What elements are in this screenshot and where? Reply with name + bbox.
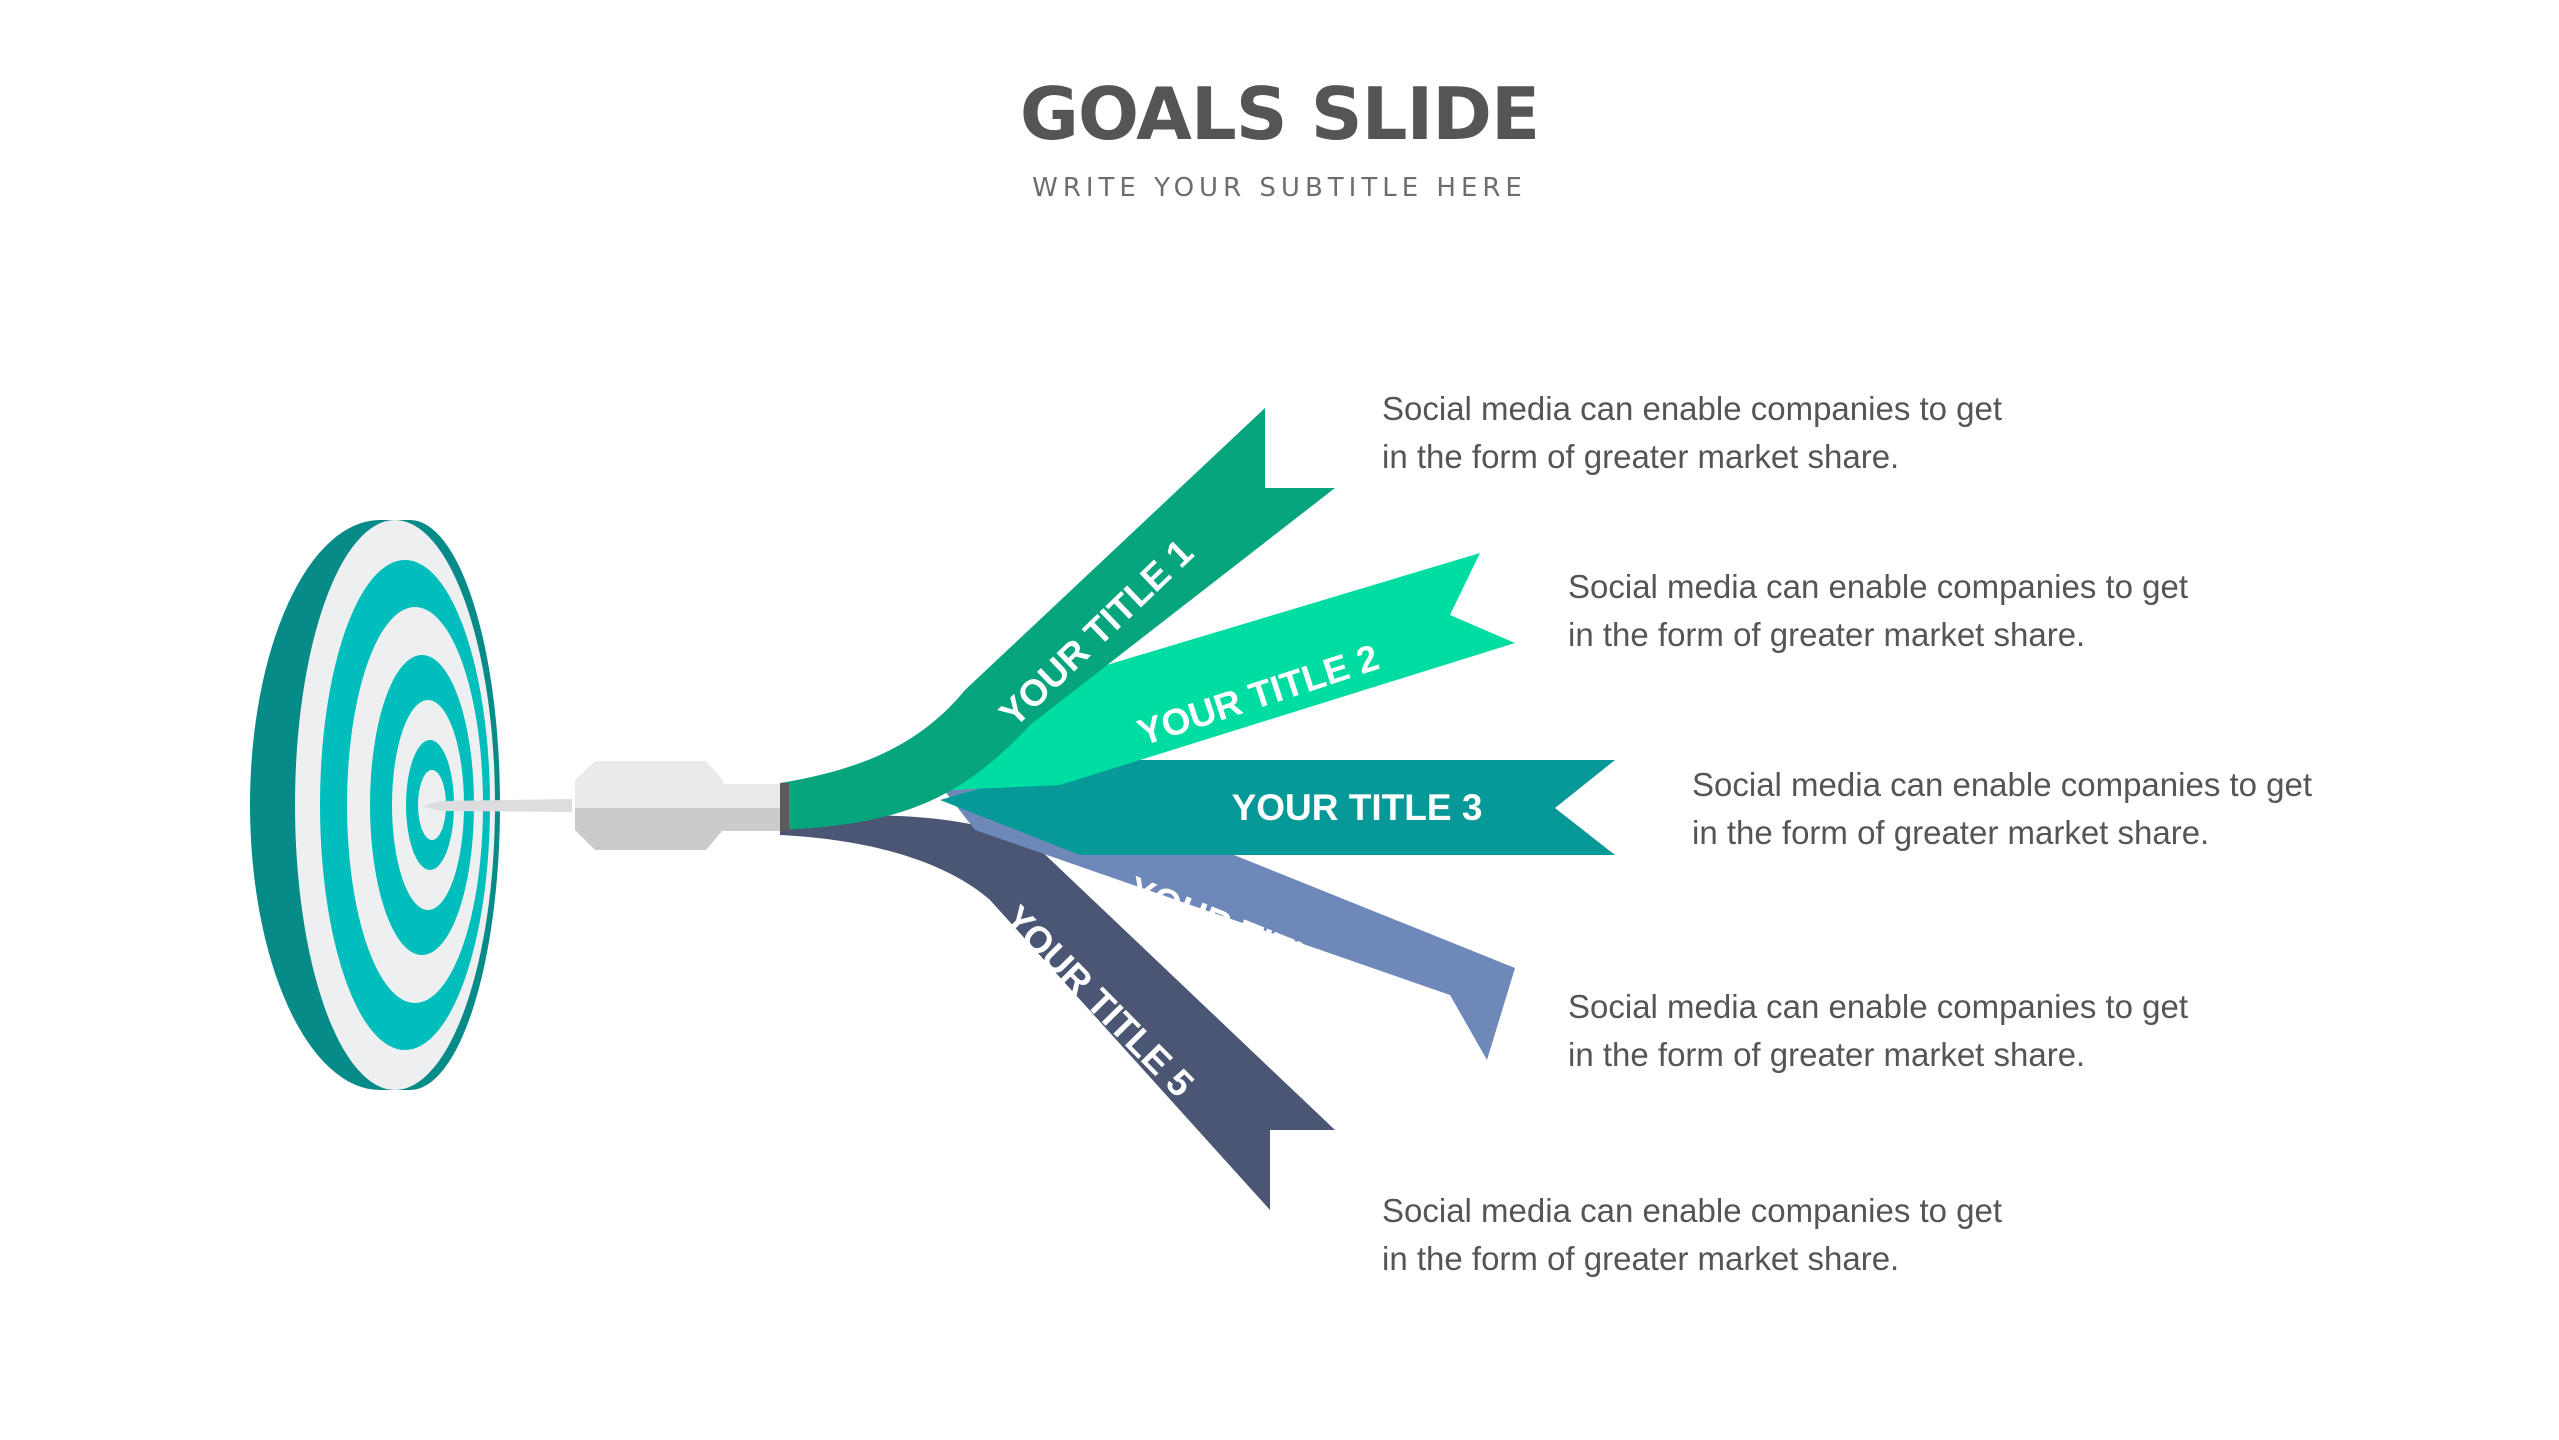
ribbon-5-description: Social media can enable companies to get… [1382,1187,2002,1283]
dart [422,761,789,850]
ribbon-4-description-line-1: Social media can enable companies to get [1568,988,2189,1025]
ribbon-2-description-line-1: Social media can enable companies to get [1568,568,2189,605]
ribbon-2-description: Social media can enable companies to get… [1568,563,2188,659]
dart-collar [780,783,789,831]
ribbon-2-description-line-2: in the form of greater market share. [1568,616,2086,653]
ribbon-label-3: YOUR TITLE 3 [1232,787,1483,828]
slide-title: GOALS SLIDE [1019,72,1540,156]
dart-barrel-shadow [575,808,723,850]
dart-shaft-shadow [723,808,780,831]
ribbon-3-description-line-2: in the form of greater market share. [1692,814,2210,851]
ribbon-4-description-line-2: in the form of greater market share. [1568,1036,2086,1073]
ribbon-3-description-line-1: Social media can enable companies to get [1692,766,2313,803]
ribbon-5-description-line-1: Social media can enable companies to get [1382,1192,2003,1229]
slide-subtitle: WRITE YOUR SUBTITLE HERE [1032,173,1527,203]
ribbon-3-description: Social media can enable companies to get… [1692,761,2312,857]
ribbon-5-description-line-2: in the form of greater market share. [1382,1240,1900,1277]
ribbon-1-description-line-1: Social media can enable companies to get [1382,390,2003,427]
dart-needle [422,799,572,812]
ribbon-1-description-line-2: in the form of greater market share. [1382,438,1900,475]
ribbon-4-description: Social media can enable companies to get… [1568,983,2188,1079]
ribbon-1-description: Social media can enable companies to get… [1382,385,2002,481]
ribbon-3: YOUR TITLE 3 [940,760,1615,855]
target-board [250,520,500,1090]
